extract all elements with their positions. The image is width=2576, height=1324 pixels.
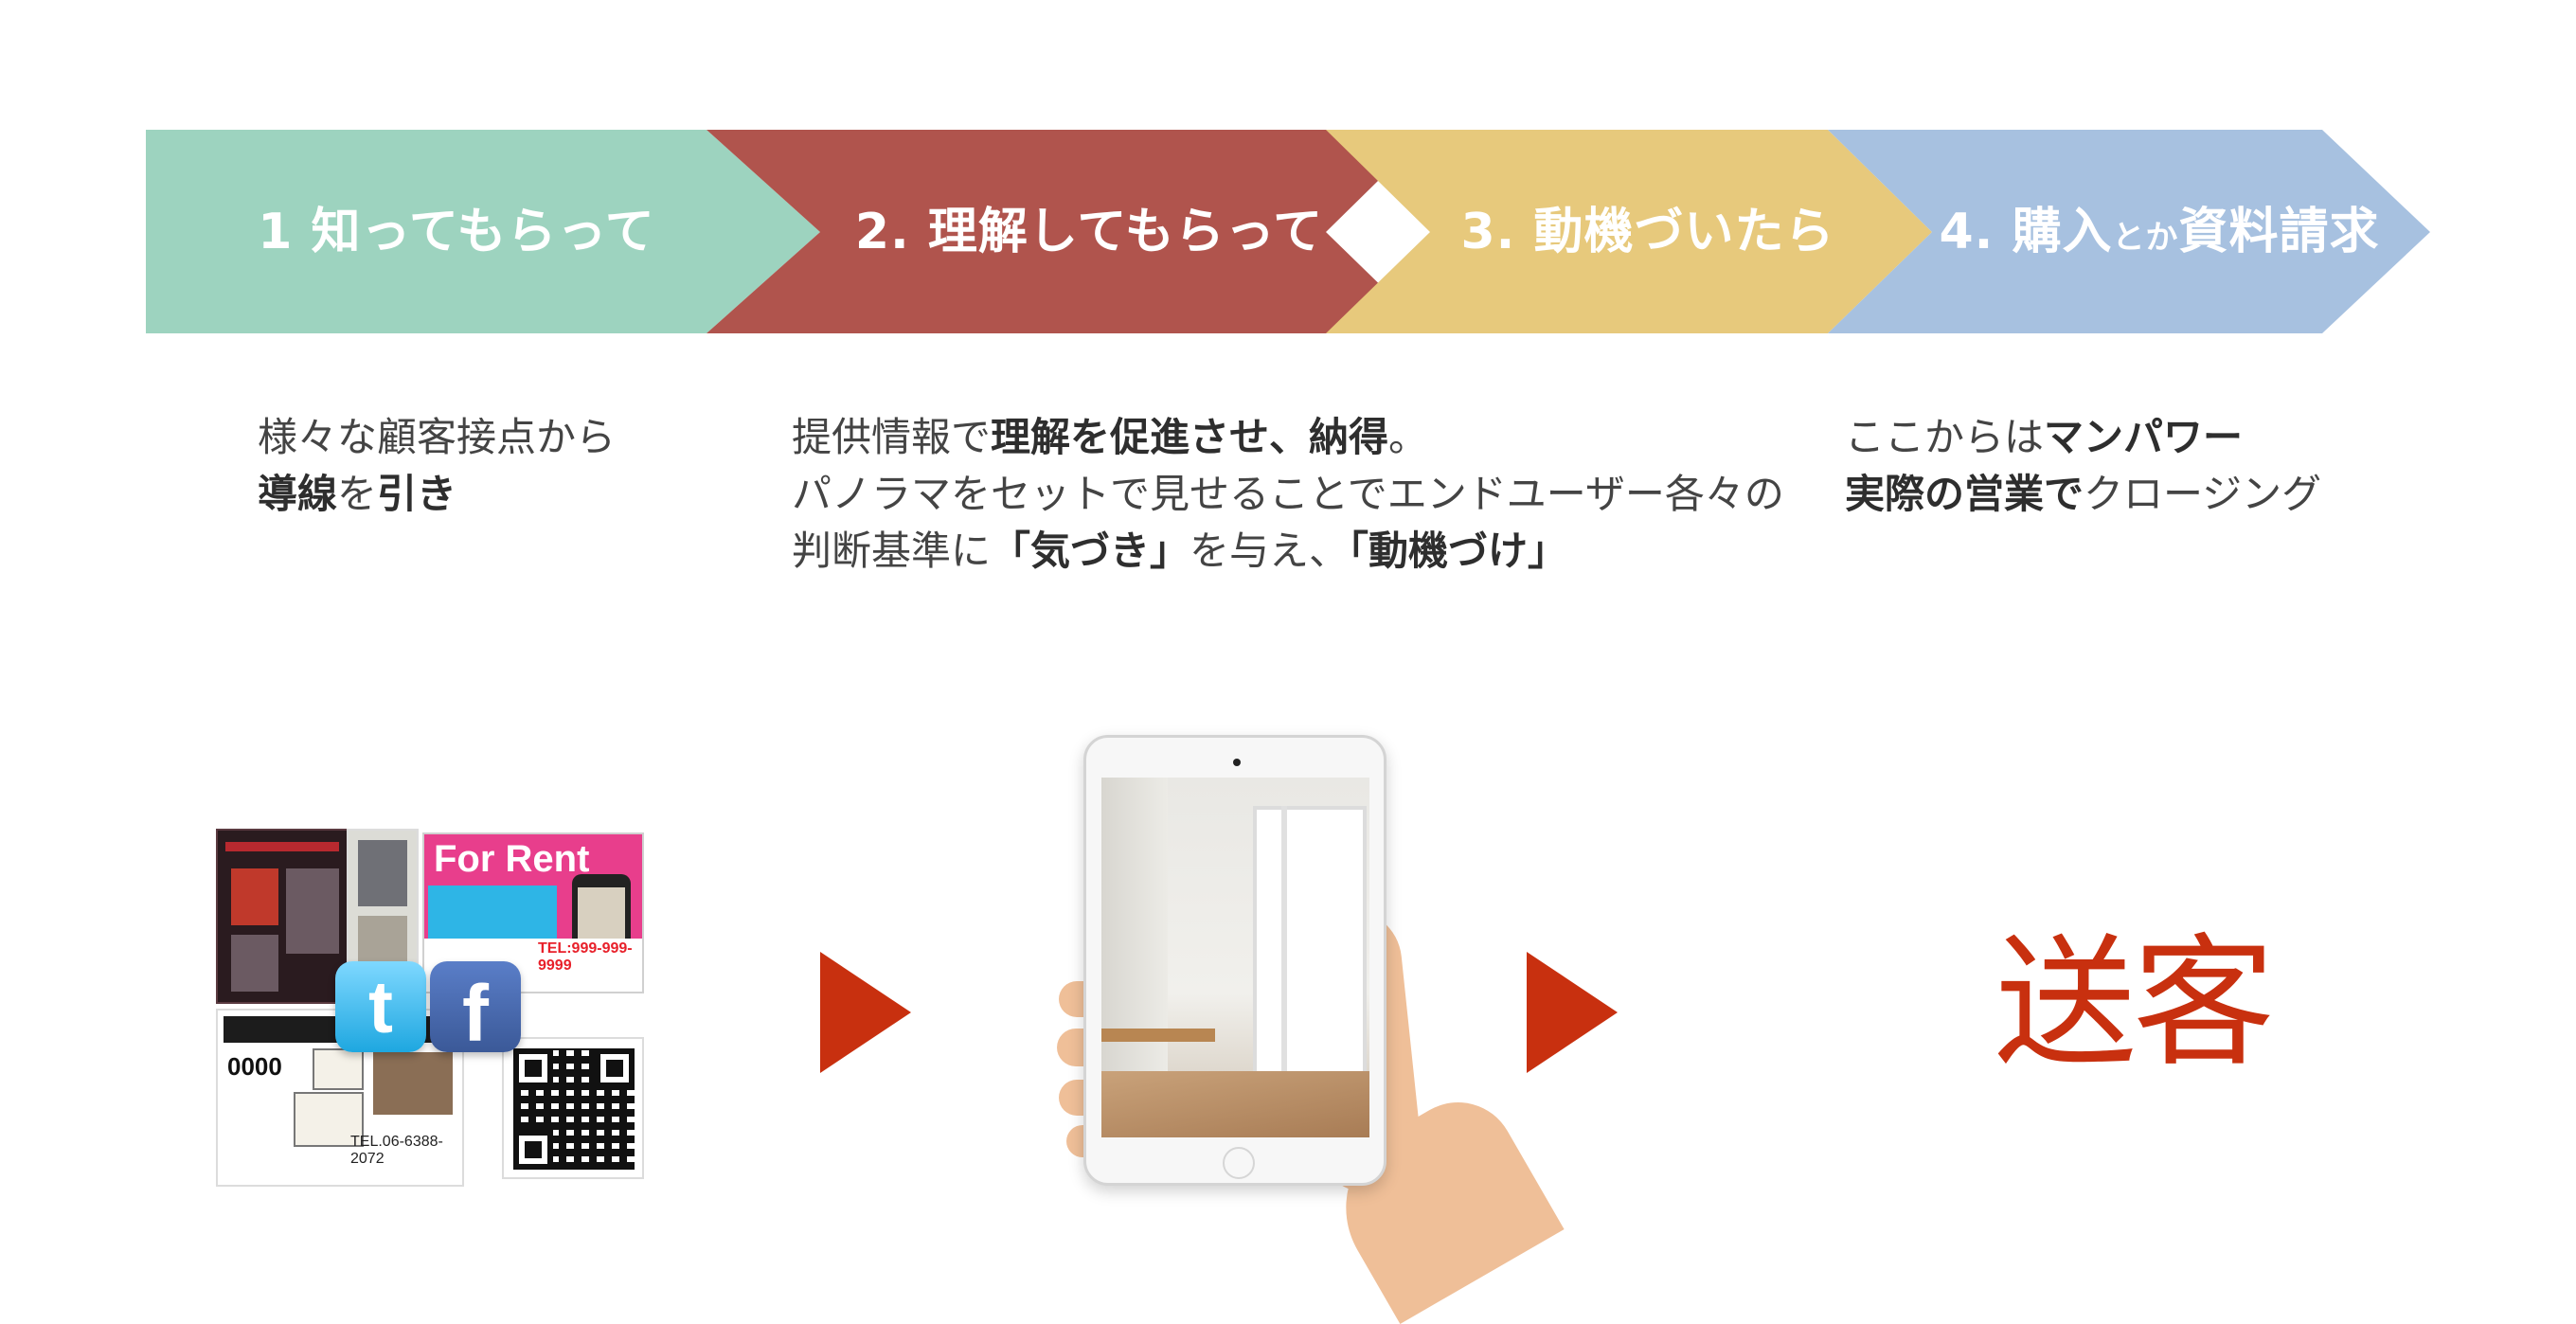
step-3-label: 3. 動機づいたら xyxy=(1460,204,1835,260)
twitter-icon: t xyxy=(335,961,426,1052)
step-4-label-tail: 資料請求 xyxy=(2178,204,2380,260)
step-4-description: ここからはマンパワー 実際の営業でクロージング xyxy=(1845,409,2321,523)
step-1-description-line-1: 様々な顧客接点から xyxy=(258,414,617,460)
step-4-description-line-2: 実際の営業でクロージング xyxy=(1845,471,2322,517)
step-2-description-line-3: 判断基準に「気づき」を与え、「動機づけ」 xyxy=(792,528,1568,574)
home-button[interactable] xyxy=(1223,1147,1255,1179)
process-chevrons xyxy=(146,130,2430,333)
dark-flyer-image xyxy=(216,829,349,1004)
for-rent-flyer-image: For Rent TEL:999-999-9999 xyxy=(422,832,644,993)
floor-plan-phone: TEL.06-6388-2072 xyxy=(350,1134,443,1167)
for-rent-phone: TEL:999-999-9999 xyxy=(538,940,633,974)
step-4-label-small: とか xyxy=(2112,219,2179,257)
step-2-label: 2. 理解してもらって xyxy=(854,204,1324,260)
step-2-chevron xyxy=(707,130,1430,333)
qr-code-image xyxy=(502,1037,644,1179)
step-2-description-line-2: パノラマをセットで見せることでエンドユーザー各々の xyxy=(792,471,1784,517)
send-customers-label: 送客 xyxy=(1995,921,2275,1086)
step-4-label: 4. 購入とか資料請求 xyxy=(1932,180,2387,284)
panorama-room-view[interactable] xyxy=(1101,778,1369,1137)
step-2-description: 提供情報で理解を促進させ、納得。 パノラマをセットで見せることでエンドユーザー各… xyxy=(792,409,1784,580)
step-4-label-main: 4. 購入 xyxy=(1939,204,2113,260)
condo-flyer-image xyxy=(347,829,419,980)
facebook-icon: f xyxy=(430,961,521,1058)
tablet-device xyxy=(1083,735,1386,1186)
step-3-chevron xyxy=(1326,130,1932,333)
arrow-2-icon xyxy=(1527,952,1618,1073)
step-1-label: 1 知ってもらって xyxy=(258,204,655,260)
marketing-collage: For Rent TEL:999-999-9999 0000 TEL.06-63… xyxy=(216,829,652,1193)
step-4-chevron xyxy=(1828,130,2430,333)
arrow-1-icon xyxy=(820,952,911,1073)
step-2-description-line-1: 提供情報で理解を促進させ、納得。 xyxy=(792,414,1429,460)
step-1-description: 様々な顧客接点から 導線を引き xyxy=(258,409,616,523)
step-1-chevron xyxy=(146,130,820,333)
step-1-description-line-2: 導線を引き xyxy=(258,471,457,517)
for-rent-title: For Rent xyxy=(434,838,590,880)
step-4-description-line-1: ここからはマンパワー xyxy=(1845,414,2244,460)
floor-plan-price: 0000 xyxy=(227,1052,282,1081)
